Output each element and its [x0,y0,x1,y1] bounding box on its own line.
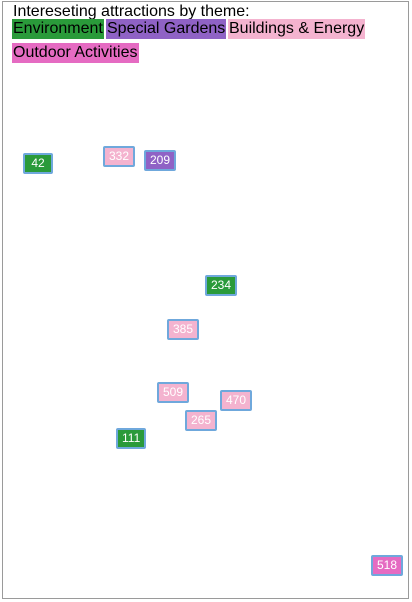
attraction-marker-385[interactable]: 385 [167,319,200,340]
attraction-marker-209[interactable]: 209 [144,150,177,171]
page-title: Intereseting attractions by theme: [13,3,250,20]
attraction-marker-42[interactable]: 42 [23,153,53,174]
legend-buildings-energy: Buildings & Energy [228,19,366,39]
attraction-marker-234[interactable]: 234 [205,275,238,296]
attraction-marker-332[interactable]: 332 [103,146,136,167]
attraction-marker-509[interactable]: 509 [157,382,190,403]
attraction-marker-111[interactable]: 111 [116,428,147,449]
legend-special-gardens: Special Gardens [106,19,227,39]
attraction-marker-470[interactable]: 470 [220,390,253,411]
legend-outdoor-activities: Outdoor Activities [12,43,139,63]
attraction-marker-518[interactable]: 518 [371,555,404,576]
legend-environment: Environment [12,19,104,39]
attraction-marker-265[interactable]: 265 [185,410,218,431]
